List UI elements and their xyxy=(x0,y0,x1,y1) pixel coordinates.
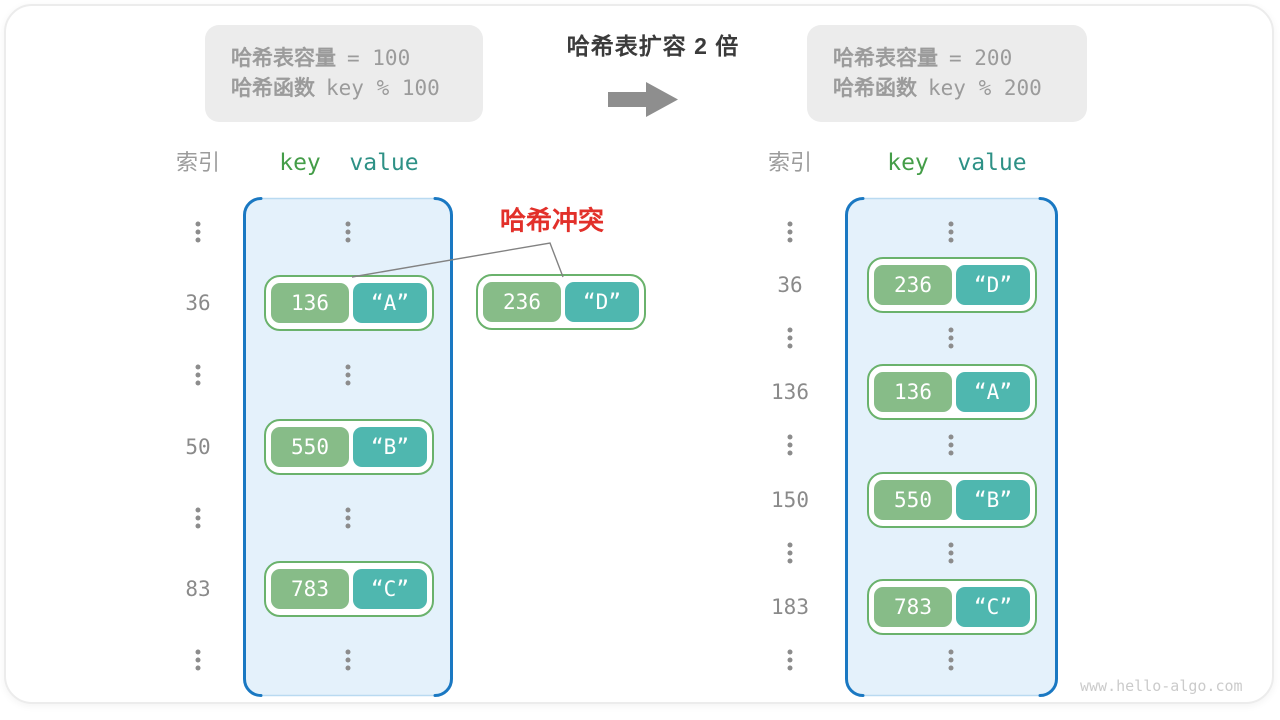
index-label: 36 xyxy=(185,291,211,315)
ellipsis-dots xyxy=(787,327,793,349)
ellipsis-dots xyxy=(345,364,351,386)
capacity-value: = 200 xyxy=(949,46,1013,70)
ellipsis-dots xyxy=(345,649,351,671)
value-cell: “C” xyxy=(353,569,427,609)
index-label: 150 xyxy=(771,488,809,512)
value-cell: “B” xyxy=(353,427,427,467)
index-header-after: 索引 xyxy=(767,150,813,175)
kv-pair-entry: 136 “A” xyxy=(867,364,1037,420)
key-cell: 783 xyxy=(874,587,952,627)
ellipsis-dots xyxy=(195,364,201,386)
ellipsis-dots xyxy=(345,221,351,243)
watermark: www.hello-algo.com xyxy=(1080,677,1243,695)
value-cell: “D” xyxy=(956,265,1030,305)
capacity-box-before: 哈希表容量 = 100 哈希函数 key % 100 xyxy=(205,25,483,122)
capacity-box-after: 哈希表容量 = 200 哈希函数 key % 200 xyxy=(807,25,1087,122)
ellipsis-dots xyxy=(787,434,793,456)
ellipsis-dots xyxy=(787,542,793,564)
hash-function-value: key % 200 xyxy=(928,76,1042,100)
index-label: 83 xyxy=(185,577,211,601)
key-cell: 136 xyxy=(271,283,349,323)
key-cell: 550 xyxy=(874,480,952,520)
index-label: 50 xyxy=(185,435,211,459)
key-header-before: key xyxy=(279,150,321,176)
capacity-label: 哈希表容量 xyxy=(833,47,938,70)
hash-function-value: key % 100 xyxy=(326,76,440,100)
figure-title: 哈希表扩容 2 倍 xyxy=(566,33,740,59)
ellipsis-dots xyxy=(787,221,793,243)
value-cell: “D” xyxy=(565,282,639,322)
value-cell: “C” xyxy=(956,587,1030,627)
capacity-line: 哈希表容量 = 100 xyxy=(231,46,483,70)
capacity-label: 哈希表容量 xyxy=(231,47,336,70)
key-cell: 236 xyxy=(483,282,561,322)
key-header-after: key xyxy=(887,150,929,176)
index-label: 36 xyxy=(777,273,803,297)
value-cell: “A” xyxy=(956,372,1030,412)
ellipsis-dots xyxy=(345,507,351,529)
collision-kv-pair-entry: 236 “D” xyxy=(476,274,646,330)
key-cell: 136 xyxy=(874,372,952,412)
value-cell: “B” xyxy=(956,480,1030,520)
ellipsis-dots xyxy=(195,507,201,529)
hash-function-line: 哈希函数 key % 100 xyxy=(231,76,483,100)
key-cell: 236 xyxy=(874,265,952,305)
collision-connector-lines xyxy=(351,242,564,278)
ellipsis-dots xyxy=(195,221,201,243)
ellipsis-dots xyxy=(948,434,954,456)
capacity-value: = 100 xyxy=(347,46,411,70)
ellipsis-dots xyxy=(948,221,954,243)
value-header-after: value xyxy=(957,150,1027,176)
hash-function-line: 哈希函数 key % 200 xyxy=(833,76,1087,100)
kv-pair-entry: 783 “C” xyxy=(867,579,1037,635)
hash-function-label: 哈希函数 xyxy=(231,77,315,100)
expand-arrow-icon xyxy=(608,82,678,117)
kv-pair-entry: 136 “A” xyxy=(264,275,434,331)
index-header-before: 索引 xyxy=(175,150,221,175)
ellipsis-dots xyxy=(195,649,201,671)
ellipsis-dots xyxy=(948,649,954,671)
index-label: 183 xyxy=(771,595,809,619)
collision-label: 哈希冲突 xyxy=(499,205,605,236)
index-label: 136 xyxy=(771,380,809,404)
value-header-before: value xyxy=(349,150,419,176)
capacity-line: 哈希表容量 = 200 xyxy=(833,46,1087,70)
value-cell: “A” xyxy=(353,283,427,323)
ellipsis-dots xyxy=(948,327,954,349)
kv-pair-entry: 550 “B” xyxy=(867,472,1037,528)
ellipsis-dots xyxy=(948,542,954,564)
kv-pair-entry: 783 “C” xyxy=(264,561,434,617)
hash-function-label: 哈希函数 xyxy=(833,77,917,100)
key-cell: 550 xyxy=(271,427,349,467)
ellipsis-dots xyxy=(787,649,793,671)
kv-pair-entry: 550 “B” xyxy=(264,419,434,475)
key-cell: 783 xyxy=(271,569,349,609)
kv-pair-entry: 236 “D” xyxy=(867,257,1037,313)
